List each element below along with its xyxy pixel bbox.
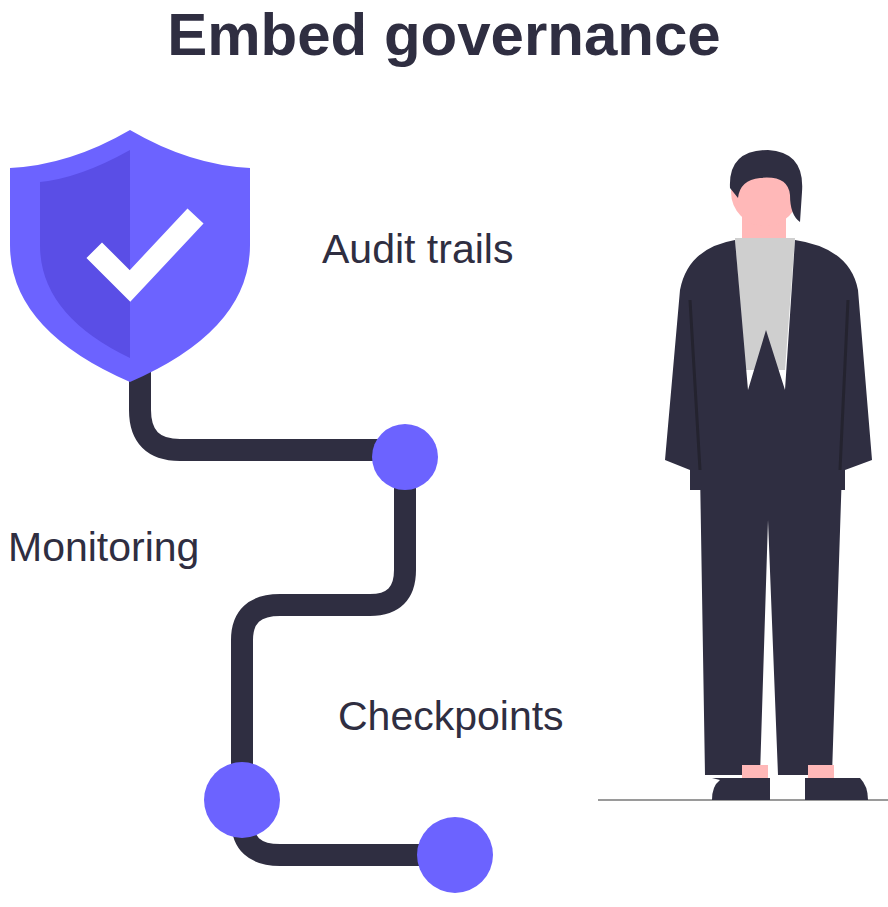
- check-mark: [102, 224, 188, 286]
- person-figure: [598, 150, 888, 800]
- road-path: [140, 370, 455, 855]
- title: Embed governance: [167, 0, 721, 69]
- milestone-dot: [204, 762, 280, 838]
- shield-icon: [10, 130, 250, 382]
- hair: [730, 150, 802, 222]
- arm-line: [690, 300, 700, 470]
- arm-line: [840, 300, 848, 470]
- step-label: Checkpoints: [338, 693, 564, 740]
- shoe: [805, 778, 868, 800]
- ankle: [808, 765, 834, 780]
- legs: [700, 470, 842, 775]
- milestone-dot: [417, 817, 493, 893]
- step-label: Audit trails: [322, 226, 513, 273]
- shoe: [712, 778, 770, 800]
- step-label: Monitoring: [8, 524, 199, 571]
- milestone-dot: [372, 424, 438, 490]
- jacket: [665, 240, 872, 490]
- ankle: [742, 765, 768, 780]
- shield-shade: [40, 150, 130, 358]
